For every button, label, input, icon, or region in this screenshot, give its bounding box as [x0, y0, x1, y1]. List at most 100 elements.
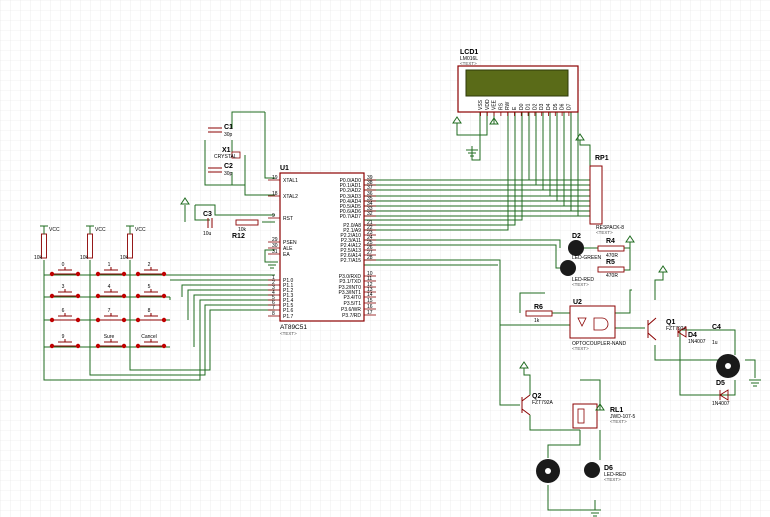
mcu-ref: U1: [280, 165, 289, 172]
keypad-key-sure[interactable]: Sure: [95, 334, 127, 349]
c3-symbol: [207, 218, 213, 228]
pullup-body: [41, 233, 47, 259]
lcd-pin-d3: D3: [539, 103, 545, 110]
keypad-key-7[interactable]: 7: [95, 308, 127, 323]
resistor-r12[interactable]: 10k R12: [232, 219, 259, 240]
keypad-key-cancel[interactable]: Cancel: [135, 334, 167, 349]
key-pin: [135, 293, 141, 299]
buzzer-ls1[interactable]: [536, 459, 560, 483]
r4-value: 470R: [606, 253, 618, 259]
capacitor-c2[interactable]: C2 30p: [208, 163, 233, 177]
mcu-pin-num: 27: [367, 250, 373, 256]
resistor-r5[interactable]: R5 470R: [597, 259, 625, 279]
led-d2[interactable]: D2 LED-GREEN: [568, 233, 602, 261]
key-label: 8: [148, 308, 151, 314]
d3-body: [560, 260, 576, 276]
lcd-pin-vdd: VDD: [485, 99, 491, 110]
d4-part: 1N4007: [688, 339, 706, 345]
key-pin: [121, 293, 127, 299]
mcu-pin-name: P0.1/AD1: [340, 183, 362, 189]
pullup-body: [87, 233, 93, 259]
keypad-key-9[interactable]: 9: [49, 334, 81, 349]
keypad-key-3[interactable]: 3: [49, 284, 81, 299]
mcu-pin-num: 22: [367, 225, 373, 231]
lcd-pin-d5: D5: [553, 103, 559, 110]
mcu-pin-name: P3.4/T0: [343, 295, 361, 301]
power-symbols: [180, 116, 761, 517]
mcu-pin-name: P2.5/A13: [340, 248, 361, 254]
key-pin: [49, 293, 55, 299]
mcu-pin-num: 37: [367, 185, 373, 191]
vcc-symbol: [40, 225, 48, 234]
mcu-pin-name: P0.3/AD3: [340, 194, 362, 200]
c1-value: 30p: [224, 132, 233, 138]
capacitor-c4[interactable]: C4 1u: [712, 324, 721, 346]
resistor-r4[interactable]: R4 470R: [597, 238, 625, 259]
crystal-x1[interactable]: X1 CRYSTAL: [214, 147, 241, 160]
d5-symbol: [719, 389, 729, 401]
transistor-q1[interactable]: Q1 FZT792A: [647, 317, 688, 341]
mcu-pin-name: PSEN: [283, 240, 297, 246]
relay-rl1[interactable]: RL1 JWD-107-5 <TEXT>: [572, 403, 636, 429]
key-switch: [138, 267, 164, 275]
led-d6[interactable]: D6 LED-RED <TEXT>: [584, 462, 626, 482]
d6-part: LED-RED: [604, 472, 626, 478]
mcu-part: AT89C51: [280, 324, 307, 331]
mcu-pin-name: P0.0/AD0: [340, 178, 362, 184]
optocoupler-u2[interactable]: U2 OPTOCOUPLER-NAND <TEXT>: [569, 299, 626, 351]
mcu-pin-num: 19: [272, 175, 278, 181]
c2-ref: C2: [224, 163, 233, 170]
mcu-pin-num: 17: [367, 310, 373, 316]
x1-ref: X1: [222, 147, 231, 154]
capacitor-c1[interactable]: C1 30p: [208, 124, 233, 138]
mcu-pin-num: 32: [367, 211, 373, 217]
transistor-q2[interactable]: Q2 FZT792A: [521, 393, 554, 416]
diode-d4[interactable]: D4 1N4007: [677, 326, 706, 345]
keypad-key-4[interactable]: 4: [95, 284, 127, 299]
mcu-pin-num: 28: [367, 255, 373, 261]
key-pin: [135, 317, 141, 323]
capacitor-c3[interactable]: C3 10u: [203, 211, 213, 237]
rl1-coil: [577, 408, 585, 424]
key-label: 2: [148, 262, 151, 268]
rp1-text-placeholder: <TEXT>: [596, 230, 613, 235]
pullup-value: 10k: [80, 255, 89, 261]
mcu-pin-num: 15: [367, 298, 373, 304]
rl1-text-placeholder: <TEXT>: [610, 419, 627, 424]
keypad-key-1[interactable]: 1: [95, 262, 127, 277]
d6-body: [584, 462, 600, 478]
keypad-key-6[interactable]: 6: [49, 308, 81, 323]
mcu-pin-name: P2.2/A10: [340, 233, 361, 239]
diode-d5[interactable]: D5 1N4007: [712, 380, 730, 407]
keypad-key-8[interactable]: 8: [135, 308, 167, 323]
mcu-pin-num: 39: [367, 175, 373, 181]
keypad-key-2[interactable]: 2: [135, 262, 167, 277]
mcu-pin-num: 2: [272, 280, 275, 286]
mcu-pin-name: P0.5/AD5: [340, 204, 362, 210]
resistor-r6[interactable]: R6 1k: [525, 304, 553, 324]
mcu-pin-name: P0.4/AD4: [340, 199, 362, 205]
r6-ref: R6: [534, 304, 543, 311]
resistor-pack-rp1[interactable]: RP1 RESPACK-8 <TEXT>: [589, 155, 624, 235]
key-pin: [95, 343, 101, 349]
keypad-key-5[interactable]: 5: [135, 284, 167, 299]
c1-ref: C1: [224, 124, 233, 131]
power-symbol: [658, 265, 668, 273]
key-label: Sure: [104, 334, 115, 340]
u2-text-placeholder: <TEXT>: [572, 346, 589, 351]
led-d3[interactable]: LED-RED <TEXT>: [560, 260, 594, 287]
keypad-key-0[interactable]: 0: [49, 262, 81, 277]
motor-m1[interactable]: [716, 354, 740, 378]
pullup-value: 10k: [120, 255, 129, 261]
c4-value: 1u: [712, 340, 718, 346]
d2-ref: D2: [572, 233, 581, 240]
r12-body: [235, 219, 259, 226]
mcu-pin-name: XTAL2: [283, 194, 298, 200]
mcu-pin-num: 35: [367, 196, 373, 202]
lcd-pin-d7: D7: [566, 103, 572, 110]
